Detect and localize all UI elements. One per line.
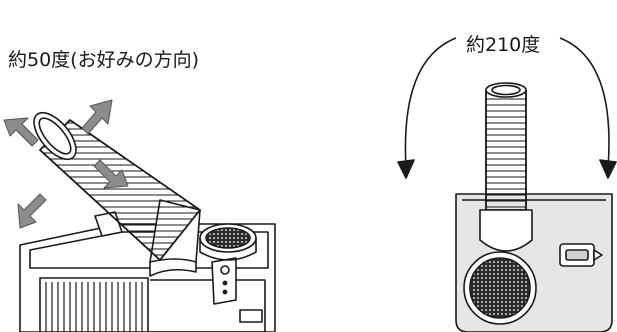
- direction-arrows: [3, 99, 129, 229]
- flexible-duct: [33, 111, 201, 261]
- right-cooler-illustration: [397, 37, 617, 332]
- cooler-body: [19, 211, 276, 332]
- right-angle-label: 約210度: [466, 34, 541, 56]
- direction-arrow-icon: [17, 193, 47, 229]
- secondary-outlet: [199, 223, 257, 261]
- direction-arrow-icon: [3, 117, 39, 147]
- left-cooler-illustration: [3, 99, 276, 332]
- direction-arrow-icon: [93, 159, 129, 189]
- front-grille: [39, 277, 149, 332]
- duct-bracket: [211, 257, 237, 305]
- direction-arrow-icon: [81, 99, 113, 135]
- air-intake-grille: [463, 251, 537, 325]
- left-angle-label: 約50度(お好みの方向): [8, 49, 200, 71]
- vertical-duct: [479, 82, 533, 252]
- control-button-icon: [559, 243, 603, 267]
- rotation-arc-arrow-icon: [397, 37, 617, 179]
